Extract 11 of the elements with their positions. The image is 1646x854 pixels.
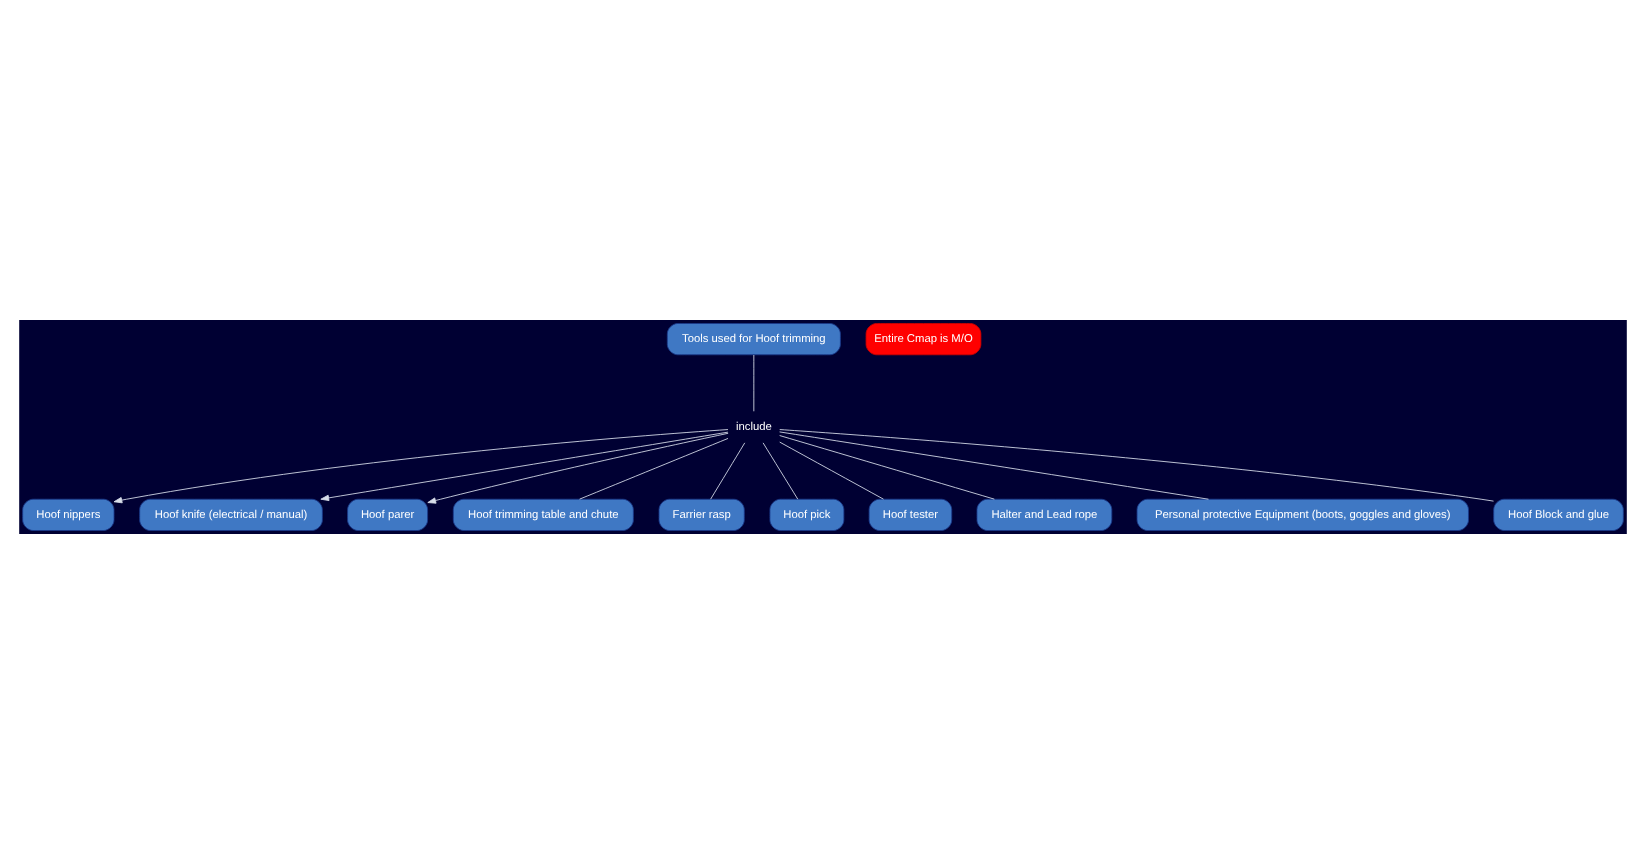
connector: [579, 438, 729, 500]
connector: [779, 435, 995, 500]
connector: [779, 431, 1209, 500]
connector: [753, 354, 755, 412]
connector: [779, 429, 1494, 502]
arrow: [113, 429, 729, 504]
arrow: [320, 431, 729, 502]
connector: [710, 442, 746, 500]
connector: [779, 441, 884, 500]
arrow: [427, 432, 729, 504]
connector: [762, 442, 799, 500]
